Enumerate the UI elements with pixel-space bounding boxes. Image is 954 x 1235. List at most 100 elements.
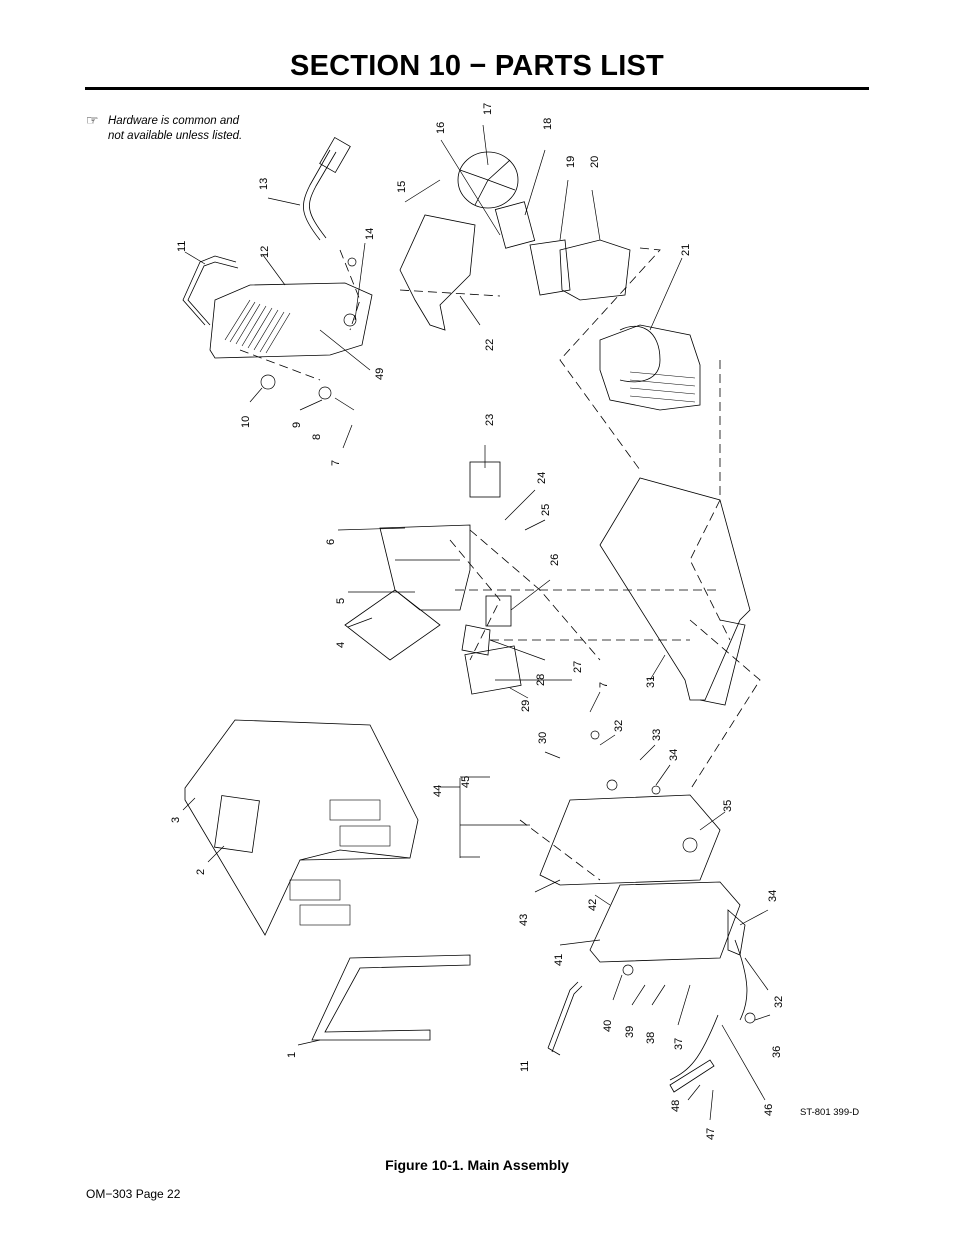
callout-37: 37 bbox=[673, 1038, 685, 1050]
callout-22: 22 bbox=[484, 339, 496, 351]
contactor bbox=[464, 645, 522, 695]
handle-top bbox=[182, 255, 239, 326]
fan-blade bbox=[457, 151, 519, 209]
callout-14: 14 bbox=[364, 228, 376, 240]
power-cord bbox=[303, 149, 337, 241]
callout-32a: 32 bbox=[613, 720, 625, 732]
callout-24: 24 bbox=[536, 472, 548, 484]
callout-42: 42 bbox=[587, 899, 599, 911]
figure-caption: Figure 10-1. Main Assembly bbox=[385, 1157, 569, 1173]
callout-43: 43 bbox=[518, 914, 530, 926]
callout-5: 5 bbox=[335, 598, 347, 604]
callout-46: 46 bbox=[763, 1104, 775, 1116]
callout-39: 39 bbox=[624, 1026, 636, 1038]
callout-19: 19 bbox=[565, 156, 577, 168]
callout-6: 6 bbox=[325, 539, 337, 545]
hardware-note: ☞ Hardware is common and not available u… bbox=[86, 112, 242, 144]
capacitor-module bbox=[485, 595, 512, 627]
callout-29: 29 bbox=[520, 700, 532, 712]
fan-blades bbox=[459, 159, 516, 206]
lower-front-panel bbox=[589, 881, 741, 963]
note-line-1: Hardware is common and bbox=[108, 115, 240, 127]
callout-15: 15 bbox=[396, 181, 408, 193]
callout-34a: 34 bbox=[668, 749, 680, 761]
callout-45: 45 bbox=[460, 776, 472, 788]
main-transformer-coil bbox=[619, 325, 661, 383]
main-transformer-laminations bbox=[629, 371, 696, 403]
callout-30: 30 bbox=[537, 732, 549, 744]
transformer-small bbox=[559, 239, 631, 301]
callout-10: 10 bbox=[240, 416, 252, 428]
component-bracket bbox=[379, 524, 471, 611]
callout-31: 31 bbox=[645, 676, 657, 688]
hardware-fasteners bbox=[260, 257, 756, 1024]
callout-leaders bbox=[182, 124, 771, 1121]
callout-11b: 11 bbox=[519, 1061, 531, 1072]
dashed-guides bbox=[239, 247, 761, 881]
electrode-connector bbox=[727, 909, 746, 956]
cord-plug bbox=[319, 136, 351, 174]
callout-28: 28 bbox=[535, 674, 547, 686]
callout-3: 3 bbox=[170, 817, 182, 823]
base-plate bbox=[599, 477, 751, 701]
callout-23: 23 bbox=[484, 414, 496, 426]
work-cable bbox=[669, 1014, 719, 1081]
callout-9: 9 bbox=[291, 422, 303, 428]
callout-11a: 11 bbox=[176, 241, 188, 252]
wrapper-louvers bbox=[289, 799, 391, 926]
wrapper-cover bbox=[184, 719, 419, 936]
callout-40: 40 bbox=[602, 1020, 614, 1032]
drawing-reference: ST-801 399-D bbox=[800, 1107, 860, 1118]
work-clamp bbox=[669, 1059, 715, 1093]
electrode-cable bbox=[734, 939, 748, 1021]
callout-38: 38 bbox=[645, 1032, 657, 1044]
callout-33: 33 bbox=[651, 729, 663, 741]
front-panel bbox=[539, 794, 721, 886]
base-frame bbox=[311, 954, 471, 1041]
callout-4: 4 bbox=[335, 642, 347, 648]
fan-bracket bbox=[399, 214, 476, 331]
nameplate-label bbox=[214, 795, 260, 853]
title-rule bbox=[85, 87, 869, 90]
callout-34b: 34 bbox=[767, 890, 779, 902]
callout-17: 17 bbox=[482, 103, 494, 115]
fan-motor bbox=[494, 201, 536, 249]
relay-block bbox=[461, 624, 491, 656]
callout-49: 49 bbox=[374, 368, 386, 380]
callout-20: 20 bbox=[589, 156, 601, 168]
side-panel-louvers bbox=[224, 299, 291, 354]
base-plate-lip bbox=[699, 619, 746, 706]
callout-13: 13 bbox=[258, 178, 270, 190]
callout-16: 16 bbox=[435, 122, 447, 134]
callout-1: 1 bbox=[286, 1052, 298, 1058]
callout-26: 26 bbox=[549, 554, 561, 566]
callout-44: 44 bbox=[432, 785, 444, 797]
pointing-hand-icon: ☞ bbox=[86, 112, 99, 128]
insulator-sheet bbox=[344, 589, 441, 661]
transformer-bracket bbox=[529, 239, 571, 296]
callout-25: 25 bbox=[540, 504, 552, 516]
note-text: Hardware is common and not available unl… bbox=[108, 114, 242, 144]
handle-bottom bbox=[547, 981, 583, 1056]
callout-27: 27 bbox=[572, 661, 584, 673]
note-line-2: not available unless listed. bbox=[108, 130, 243, 142]
callout-35: 35 bbox=[722, 800, 734, 812]
callout-47: 47 bbox=[705, 1128, 717, 1140]
wrapper-front-edge bbox=[299, 849, 411, 861]
callout-12: 12 bbox=[259, 246, 271, 258]
callout-36: 36 bbox=[771, 1046, 783, 1058]
page-title: SECTION 10 − PARTS LIST bbox=[290, 50, 664, 82]
main-transformer bbox=[599, 324, 701, 411]
callout-48: 48 bbox=[670, 1100, 682, 1112]
page-footer: OM−303 Page 22 bbox=[86, 1187, 181, 1201]
callout-7b: 7 bbox=[598, 682, 610, 688]
callout-8: 8 bbox=[311, 434, 323, 440]
callout-32b: 32 bbox=[773, 996, 785, 1008]
callout-18: 18 bbox=[542, 118, 554, 130]
callout-21: 21 bbox=[680, 244, 692, 256]
side-panel bbox=[209, 282, 373, 359]
callout-7a: 7 bbox=[330, 460, 342, 466]
callout-2: 2 bbox=[195, 869, 207, 875]
callout-41: 41 bbox=[553, 954, 565, 966]
